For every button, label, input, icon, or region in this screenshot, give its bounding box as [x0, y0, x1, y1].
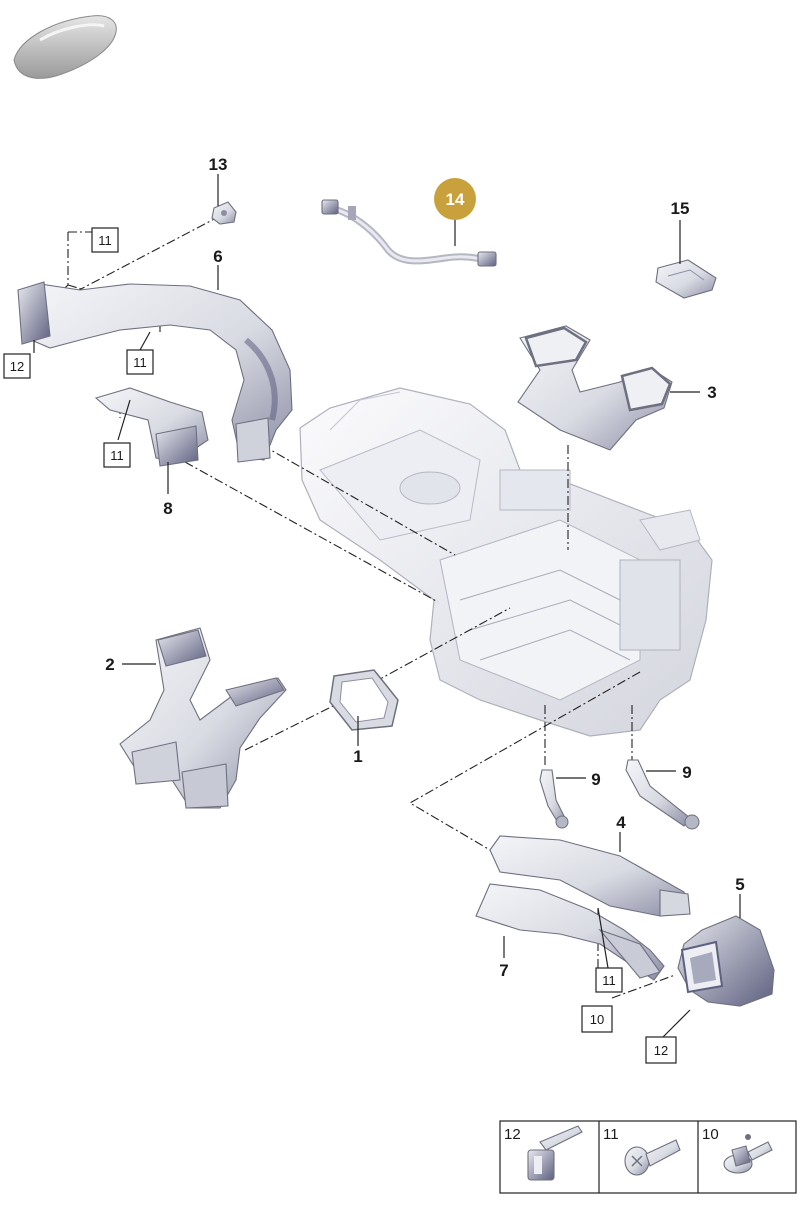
- hvac-housing: [299, 387, 713, 737]
- fastener-legend: 12 11 10: [499, 1120, 797, 1194]
- callout-8: 8: [163, 499, 172, 518]
- bolt-with-washer-icon: [723, 1134, 773, 1174]
- part-9-sensor-right: [625, 759, 700, 830]
- screw-icon: [624, 1139, 681, 1176]
- clip-fastener-icon: [527, 1125, 583, 1181]
- callout-13: 13: [209, 155, 228, 174]
- callout-14-label: 14: [446, 190, 465, 209]
- callout-14-highlight: 14: [434, 178, 476, 220]
- svg-text:11: 11: [98, 233, 112, 248]
- boxed-ref-11-part7: 11: [595, 967, 623, 993]
- svg-text:12: 12: [654, 1043, 668, 1058]
- callout-2: 2: [105, 655, 114, 674]
- callout-6: 6: [213, 247, 222, 266]
- callout-5: 5: [735, 875, 744, 894]
- part-9-sensor-left: [539, 769, 569, 829]
- part-6-air-duct: [17, 281, 293, 463]
- part-8-air-duct: [94, 387, 209, 467]
- part-14-wiring-harness: [321, 199, 497, 267]
- callout-labels: 13 15 6 3 8 2 1 9 9 4 5 7: [105, 155, 744, 980]
- part-1-seal: [329, 669, 399, 731]
- boxed-ref-12-part5: 12: [645, 1036, 677, 1064]
- callout-9-left: 9: [591, 770, 600, 789]
- boxed-ref-10-part5: 10: [581, 1005, 613, 1033]
- svg-text:12: 12: [10, 359, 24, 374]
- boxed-ref-11-part8: 11: [103, 442, 131, 468]
- leader-lines: [33, 174, 741, 1039]
- callout-9-right: 9: [682, 763, 691, 782]
- vehicle-thumbnail-icon: [13, 15, 117, 79]
- part-2-air-duct: [119, 627, 287, 809]
- part-4-air-duct: [489, 835, 691, 917]
- part-3-distribution-duct: [517, 325, 673, 451]
- callout-15: 15: [671, 199, 690, 218]
- svg-text:12: 12: [504, 1126, 521, 1143]
- svg-text:10: 10: [590, 1012, 604, 1027]
- part-5-vent-housing: [677, 915, 775, 1007]
- legend-cell-12: 12: [504, 1125, 583, 1181]
- boxed-ref-12-left: 12: [3, 353, 31, 379]
- svg-text:11: 11: [603, 1126, 619, 1143]
- boxed-ref-11-duct6: 11: [126, 349, 154, 375]
- part-13-clip: [211, 201, 237, 225]
- boxed-ref-11-top: 11: [91, 227, 119, 253]
- svg-text:11: 11: [133, 355, 147, 370]
- callout-7: 7: [499, 961, 508, 980]
- legend-cell-10: 10: [702, 1126, 773, 1174]
- legend-cell-11: 11: [603, 1126, 681, 1176]
- svg-text:11: 11: [602, 973, 616, 988]
- callout-3: 3: [707, 383, 716, 402]
- svg-text:11: 11: [110, 448, 124, 463]
- part-15-control-module: [655, 259, 717, 299]
- callout-1: 1: [353, 747, 362, 766]
- callout-4: 4: [616, 813, 626, 832]
- svg-text:10: 10: [702, 1126, 719, 1143]
- part-7-air-duct: [475, 883, 665, 981]
- assembly-lines: [51, 215, 676, 999]
